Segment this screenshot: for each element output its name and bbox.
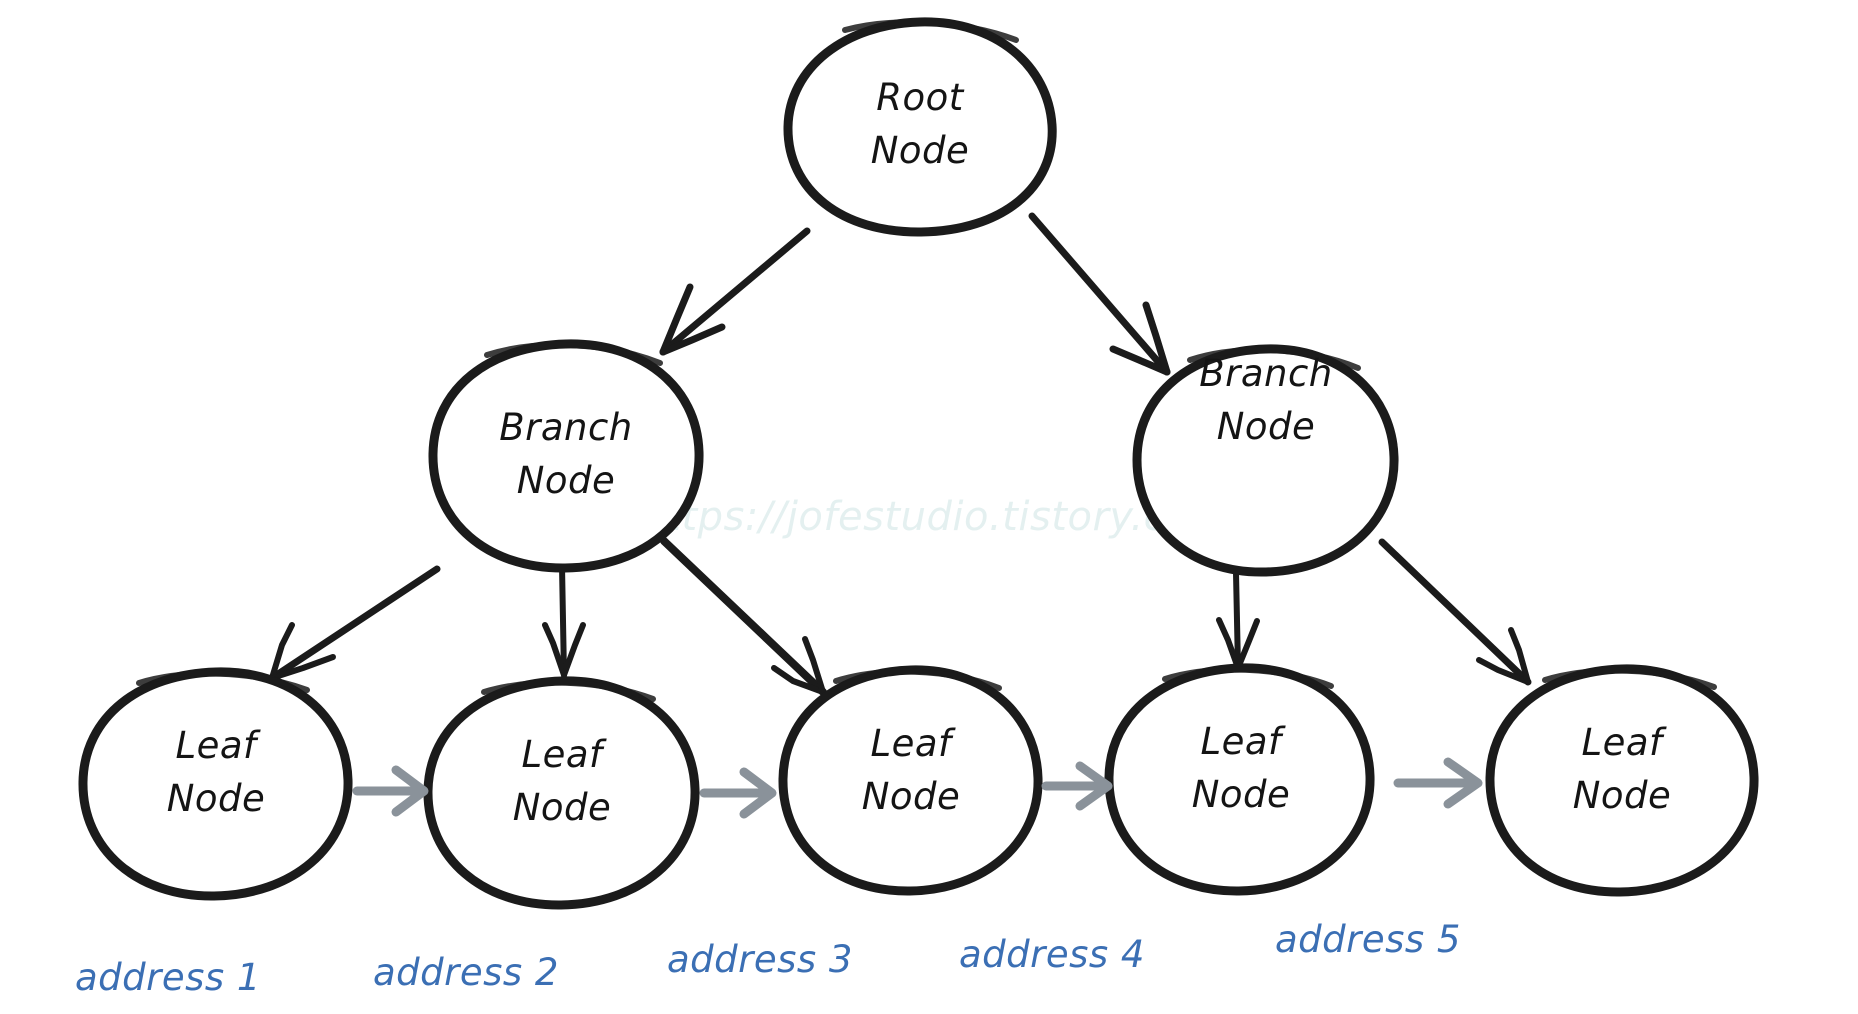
edge-branch-left-to-leaf-2 — [542, 563, 586, 678]
node-leaf-1[interactable]: Leaf Node — [78, 667, 353, 901]
node-branch-left-sketch-overstroke — [484, 341, 663, 366]
leaf-link-3-to-4 — [1041, 761, 1113, 811]
address-label-group: address 1 address 2 address 3 address 4 … — [75, 918, 1461, 999]
node-leaf-4-ellipse — [1104, 663, 1375, 896]
edge-branch-left-to-leaf-3 — [660, 537, 827, 696]
node-root[interactable]: Root Node — [783, 17, 1057, 237]
edge-root-to-branch-left — [659, 227, 811, 356]
node-leaf-2-ellipse — [423, 676, 700, 910]
leaf-link-2-to-3 — [699, 767, 777, 819]
address-label-4: address 4 — [959, 933, 1145, 976]
address-label-1: address 1 — [75, 956, 261, 999]
address-label-5: address 5 — [1275, 918, 1461, 961]
node-branch-left[interactable]: Branch Node — [428, 339, 704, 573]
node-leaf-2[interactable]: Leaf Node — [423, 676, 700, 910]
node-leaf-5-line1: Leaf — [1581, 721, 1667, 764]
node-leaf-2-line2: Node — [513, 786, 612, 829]
node-leaf-1-line1: Leaf — [175, 724, 261, 767]
address-label-3: address 3 — [667, 938, 853, 981]
edge-branch-right-to-leaf-4 — [1216, 570, 1260, 671]
node-branch-left-line2: Node — [517, 459, 616, 502]
leaf-link-1-to-2 — [352, 765, 429, 817]
tree-edge-group — [268, 212, 1532, 696]
node-leaf-4-line2: Node — [1192, 773, 1291, 816]
node-leaf-3-sketch-overstroke — [833, 668, 1002, 691]
node-branch-left-line1: Branch — [499, 406, 633, 449]
node-root-sketch-overstroke — [842, 19, 1019, 43]
node-leaf-3-line1: Leaf — [870, 722, 956, 765]
node-branch-right-line1: Branch — [1199, 352, 1333, 395]
node-leaf-4-line1: Leaf — [1200, 720, 1286, 763]
node-leaf-2-sketch-overstroke — [481, 679, 656, 702]
node-leaf-3-line2: Node — [862, 775, 961, 818]
node-branch-right-ellipse — [1132, 344, 1399, 577]
node-leaf-2-line1: Leaf — [521, 733, 607, 776]
node-leaf-1-sketch-overstroke — [136, 670, 310, 693]
node-leaf-3[interactable]: Leaf Node — [778, 665, 1043, 896]
node-leaf-5[interactable]: Leaf Node — [1485, 664, 1759, 897]
edge-branch-right-to-leaf-5 — [1378, 538, 1532, 686]
node-leaf-1-ellipse — [78, 667, 353, 901]
address-label-2: address 2 — [373, 951, 559, 994]
edge-branch-left-to-leaf-1 — [268, 565, 441, 682]
node-leaf-1-line2: Node — [167, 777, 266, 820]
node-leaf-5-ellipse — [1485, 664, 1759, 897]
leaf-link-4-to-5 — [1393, 757, 1483, 809]
node-branch-right-sketch-overstroke — [1187, 346, 1361, 371]
node-root-line1: Root — [876, 76, 964, 119]
node-leaf-5-line2: Node — [1573, 774, 1672, 817]
edge-root-to-branch-right — [1028, 212, 1171, 376]
node-leaf-4-sketch-overstroke — [1162, 666, 1334, 689]
node-branch-left-ellipse — [428, 339, 704, 573]
leaf-link-group — [352, 757, 1483, 819]
node-root-line2: Node — [871, 129, 970, 172]
node-branch-right[interactable]: Branch Node — [1132, 344, 1399, 577]
node-root-ellipse — [783, 17, 1057, 237]
node-leaf-4[interactable]: Leaf Node — [1104, 663, 1375, 896]
node-leaf-3-ellipse — [778, 665, 1043, 896]
node-leaf-5-sketch-overstroke — [1542, 667, 1717, 690]
node-branch-right-line2: Node — [1217, 405, 1316, 448]
